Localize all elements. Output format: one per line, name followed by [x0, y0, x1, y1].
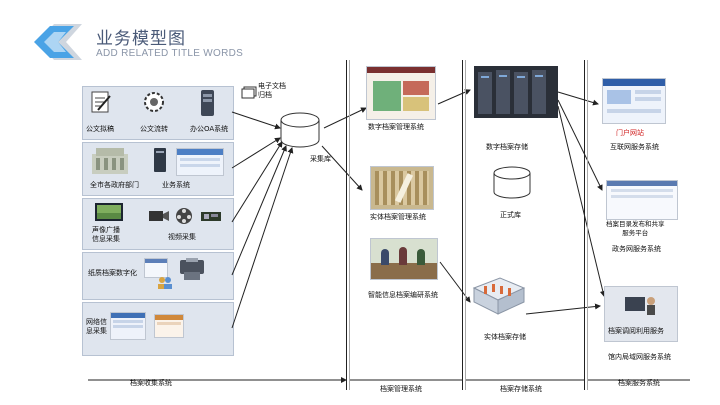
- label-collector: 采集库: [310, 155, 331, 163]
- footer-storage-system: 档案存储系统: [500, 385, 542, 393]
- label-electronic-archive: 电子文档 归档: [258, 82, 286, 99]
- label-web-collection: 网络信 息采集: [86, 318, 107, 335]
- page-title: 业务模型图: [96, 29, 186, 49]
- label-digital-archive-mgmt: 数字档案管理系统: [368, 123, 424, 131]
- scan-window-screenshot: [144, 258, 168, 278]
- official-database-icon: [492, 166, 532, 200]
- label-gov-net-service: 政务网服务系统: [612, 245, 661, 253]
- business-system-screenshot: [176, 148, 224, 176]
- physical-archive-photo: [370, 166, 434, 210]
- physical-storage-room-image: [470, 274, 528, 316]
- label-gov-depts: 全市各政府部门: [90, 181, 139, 189]
- computer-icon: [150, 146, 172, 176]
- label-lan-service: 馆内局域网服务系统: [608, 353, 671, 361]
- footer-management-system: 档案管理系统: [380, 385, 422, 393]
- divider-3b: [587, 60, 588, 390]
- label-official-db: 正式库: [500, 211, 521, 219]
- tv-screen-icon: [94, 202, 124, 224]
- footer-service-system: 档案服务系统: [618, 379, 660, 387]
- research-meeting-photo: [370, 238, 438, 280]
- users-icon: [156, 276, 174, 290]
- label-business-system: 业务系统: [162, 181, 190, 189]
- label-av-collection: 声像广播 信息采集: [92, 226, 120, 243]
- portal-website-screenshot: [602, 78, 666, 124]
- video-camera-icon: [148, 208, 170, 224]
- label-doc-flow: 公文流转: [140, 125, 168, 133]
- server-rack-photo: [474, 66, 558, 118]
- label-physical-storage: 实体档案存储: [484, 333, 526, 341]
- logo: [30, 18, 90, 66]
- label-physical-archive-mgmt: 实体档案管理系统: [370, 213, 426, 221]
- label-share-platform: 档案目录发布和共享 服务平台: [606, 220, 665, 237]
- document-draft-icon: [90, 90, 112, 114]
- divider-1b: [349, 60, 350, 390]
- divider-2b: [465, 60, 466, 390]
- scanner-printer-icon: [176, 256, 210, 284]
- label-digital-storage: 数字档案存储: [486, 143, 528, 151]
- label-doc-draft: 公文拟稿: [86, 125, 114, 133]
- page-subtitle: ADD RELATED TITLE WORDS: [96, 48, 244, 59]
- label-portal-banner: 门户网站: [616, 129, 644, 137]
- label-internet-service: 互联网服务系统: [610, 143, 659, 151]
- server-tower-icon: [198, 88, 218, 118]
- collector-database-icon: [278, 112, 322, 150]
- film-reel-icon: [174, 206, 194, 226]
- government-building-icon: [90, 146, 130, 176]
- divider-1: [346, 60, 347, 390]
- footer-collection-system: 档案收集系统: [130, 379, 172, 387]
- capture-card-icon: [200, 208, 222, 224]
- digital-archive-mgmt-screenshot: [366, 66, 436, 120]
- web-page-screenshot-1: [110, 312, 146, 340]
- label-lookup-service: 档案调阅利用服务: [608, 327, 664, 335]
- label-smart-research: 智能信息档案编研系统: [368, 291, 438, 299]
- divider-3: [584, 60, 585, 390]
- web-page-screenshot-2: [154, 314, 184, 338]
- document-stack-icon: [240, 86, 258, 100]
- workflow-gear-icon: [142, 90, 166, 114]
- lookup-service-panel: [604, 286, 678, 342]
- label-video-collection: 视频采集: [168, 233, 196, 241]
- label-oa-system: 办公OA系统: [190, 125, 229, 133]
- label-paper-digitize: 纸质档案数字化: [88, 269, 137, 277]
- share-platform-screenshot: [606, 180, 678, 220]
- divider-2: [462, 60, 463, 390]
